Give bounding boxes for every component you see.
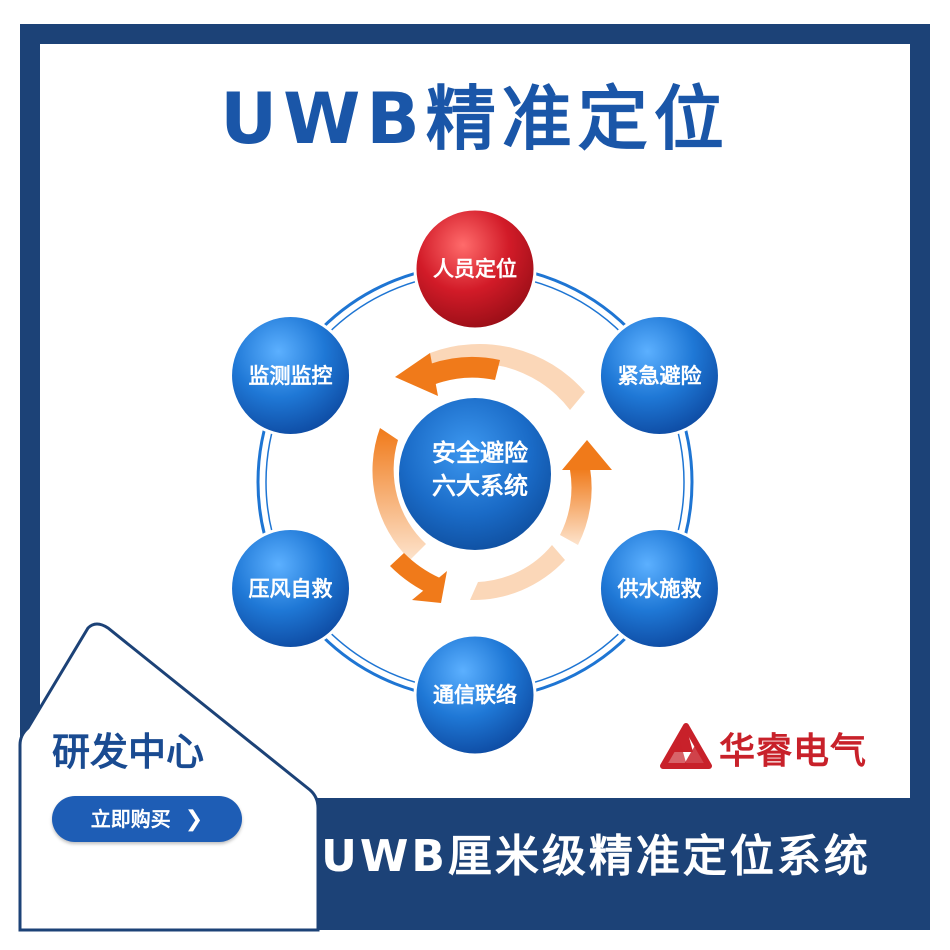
brand-name: 华睿电气	[719, 731, 868, 772]
arrow-band-bottom	[470, 545, 565, 601]
node-communication-circle	[413, 633, 537, 757]
node-monitoring-circle	[229, 314, 353, 437]
arrowhead-top-left-icon	[395, 353, 438, 396]
buy-now-button[interactable]: 立即购买 ❯	[52, 796, 242, 842]
buy-now-label: 立即购买	[90, 807, 171, 831]
node-monitoring-label: 监测监控	[248, 363, 333, 388]
node-circles	[229, 207, 721, 757]
corner-panel	[18, 622, 320, 932]
node-emergency-refuge-circle	[597, 314, 721, 437]
node-compressed-air-label: 压风自救	[248, 576, 333, 601]
arrow-band-left	[372, 428, 426, 560]
node-compressed-air-circle	[229, 527, 353, 650]
node-water-rescue-circle	[597, 527, 721, 650]
cycle-arrows	[372, 343, 612, 603]
chevron-right-icon: ❯	[184, 807, 204, 832]
node-personnel-positioning-circle	[413, 207, 537, 331]
brand-mark-icon	[660, 723, 712, 769]
center-label: 安全避险 六大系统	[410, 437, 550, 503]
brand-logo: 华睿电气	[657, 722, 907, 782]
center-circle	[399, 398, 551, 550]
center-line-1: 安全避险	[432, 439, 528, 467]
node-personnel-positioning-label: 人员定位	[433, 257, 517, 281]
node-communication-label: 通信联络	[433, 683, 517, 707]
bottom-banner: UWB厘米级精准定位系统	[321, 831, 871, 882]
node-water-rescue-label: 供水施救	[617, 576, 702, 601]
corner-title: 研发中心	[52, 730, 205, 774]
arrowhead-bottom-left-icon	[412, 571, 447, 603]
node-emergency-refuge-label: 紧急避险	[617, 363, 702, 388]
arrow-band-right	[560, 468, 592, 545]
center-line-2: 六大系统	[432, 472, 528, 500]
arrowhead-right-icon	[562, 440, 612, 470]
page-title: UWB精准定位	[220, 78, 730, 160]
